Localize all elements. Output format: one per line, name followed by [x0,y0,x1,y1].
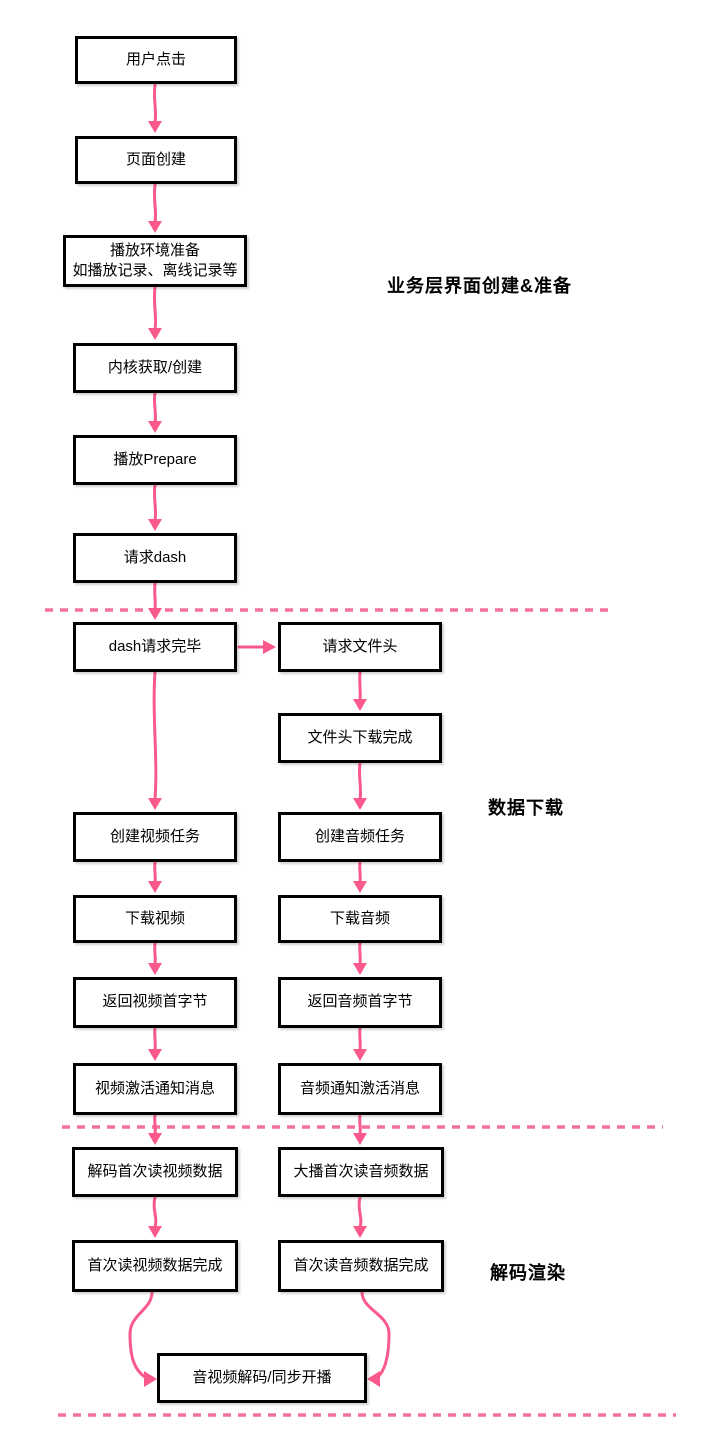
arrow-download-audio-to-audio-first-byte [353,941,367,975]
arrow-env-prepare-to-kernel [148,285,162,340]
arrow-decode-video-to-video-read-done [148,1195,162,1238]
arrow-video-activate-to-decode-first-read-video [148,1113,162,1145]
arrow-user-click-to-page-create [148,83,162,133]
arrow-video-read-done-to-av-sync-start [128,1290,157,1387]
node-label: dash请求完毕 [108,637,202,655]
node-label: 音频通知激活消息 [299,1079,420,1097]
node-file-header-download-done: 文件头下载完成 [278,713,442,763]
node-download-audio: 下载音频 [278,895,442,943]
arrow-audio-read-done-to-av-sync-start [360,1290,391,1387]
arrow-request-file-header-to-header-done [353,670,367,711]
node-av-decode-sync-start: 音视频解码/同步开播 [157,1353,367,1403]
node-create-audio-task: 创建音频任务 [278,812,442,862]
arrow-read-audio-to-audio-read-done [353,1195,367,1238]
node-video-activate-notify: 视频激活通知消息 [73,1063,237,1115]
node-audio-notify-activate: 音频通知激活消息 [278,1063,442,1115]
node-decode-first-read-video: 解码首次读视频数据 [72,1147,238,1197]
node-label: 播放环境准备 [109,241,200,259]
arrow-dash-done-to-request-file-header [237,640,276,654]
node-label: 下载视频 [124,909,185,927]
node-label: 大播首次读音频数据 [293,1162,429,1180]
node-label: 页面创建 [125,150,186,168]
arrow-playback-prepare-to-request-dash [148,483,162,531]
node-playback-prepare: 播放Prepare [73,435,237,485]
arrow-create-video-task-to-download-video [148,860,162,893]
node-dash-request-done: dash请求完毕 [73,622,237,672]
arrow-kernel-to-playback-prepare [148,391,162,433]
node-first-read-video-done: 首次读视频数据完成 [72,1240,238,1292]
node-download-video: 下载视频 [73,895,237,943]
node-label: 解码首次读视频数据 [87,1162,223,1180]
arrow-audio-activate-to-first-read-audio [353,1113,367,1145]
arrow-page-create-to-env-prepare [148,183,162,233]
node-label: 请求文件头 [322,637,398,655]
node-label: 文件头下载完成 [307,728,413,746]
node-create-video-task: 创建视频任务 [73,812,237,862]
node-return-audio-first-byte: 返回音频首字节 [278,977,442,1028]
node-first-read-audio: 大播首次读音频数据 [278,1147,444,1197]
node-label: 下载音频 [329,909,390,927]
node-label: 视频激活通知消息 [94,1079,215,1097]
node-request-dash: 请求dash [73,533,237,583]
node-kernel-acquire-create: 内核获取/创建 [73,343,237,393]
node-label: 内核获取/创建 [107,358,203,376]
node-page-create: 页面创建 [75,136,237,184]
node-label: 首次读音频数据完成 [293,1256,429,1274]
node-label: 音视频解码/同步开播 [192,1368,332,1386]
section-label-decode-render: 解码渲染 [490,1263,566,1283]
arrow-request-dash-to-dash-done [148,581,162,620]
arrow-create-audio-task-to-download-audio [353,860,367,893]
node-first-read-audio-done: 首次读音频数据完成 [278,1240,444,1292]
node-request-file-header: 请求文件头 [278,622,442,672]
node-label: 请求dash [123,548,187,566]
node-label: 创建音频任务 [314,827,405,845]
node-label-line2: 如播放记录、离线记录等 [72,262,238,279]
section-label-data-download: 数据下载 [488,798,564,818]
node-label: 首次读视频数据完成 [87,1256,223,1274]
arrow-video-first-byte-to-video-activate [148,1026,162,1061]
node-label: 用户点击 [125,50,186,68]
arrow-header-done-to-create-audio-task [353,761,367,810]
node-return-video-first-byte: 返回视频首字节 [73,977,237,1028]
node-label: 返回视频首字节 [102,993,208,1011]
arrow-dash-done-to-create-video-task [148,670,162,810]
arrow-audio-first-byte-to-audio-activate [353,1026,367,1061]
node-label: 播放Prepare [113,450,197,468]
node-label: 创建视频任务 [109,827,200,845]
node-label: 返回音频首字节 [307,993,413,1011]
node-user-click: 用户点击 [75,36,237,84]
arrow-download-video-to-video-first-byte [148,941,162,975]
section-label-ui-create-prepare: 业务层界面创建&准备 [387,276,572,296]
node-playback-env-prepare: 播放环境准备 如播放记录、离线记录等 [63,235,247,287]
